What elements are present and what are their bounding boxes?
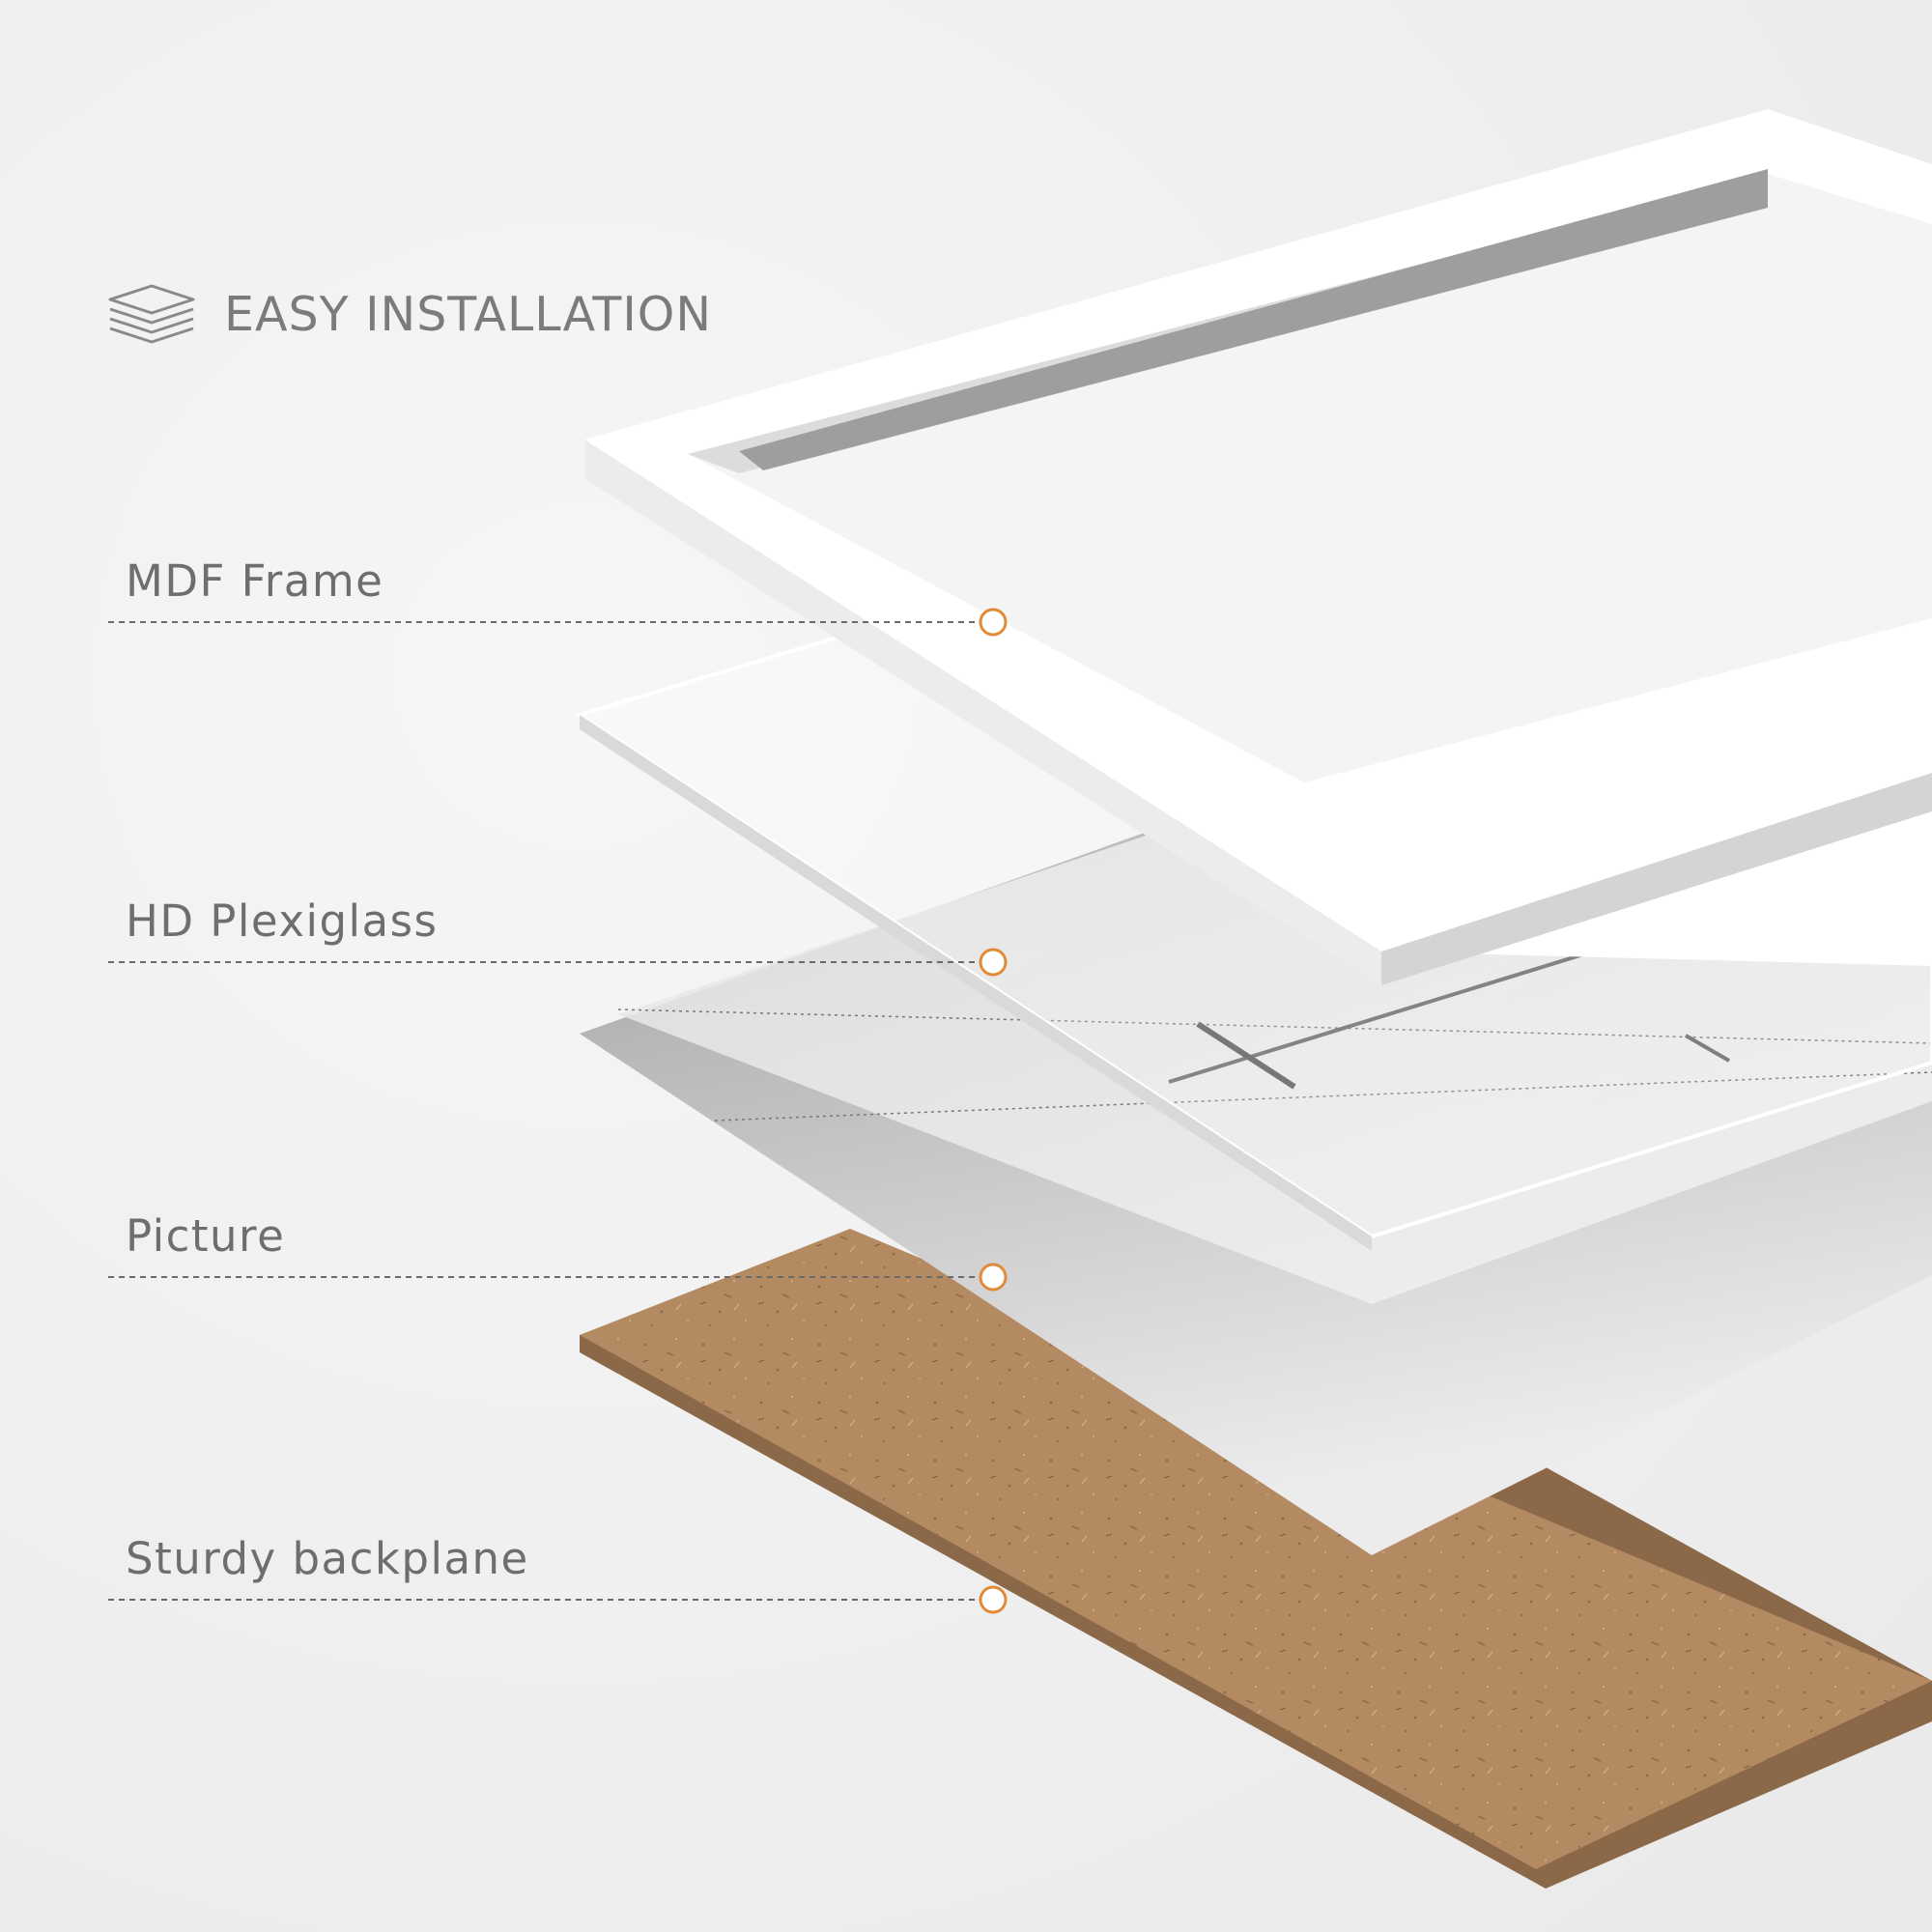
backplane-surface <box>580 1229 1932 1869</box>
marker-plexiglass <box>979 948 1008 977</box>
layers-icon <box>108 284 195 344</box>
frame-opening <box>688 174 1932 782</box>
layer-label-backplane: Sturdy backplane <box>126 1533 529 1584</box>
mdf-frame-layer <box>584 109 1932 985</box>
backplane-layer <box>580 1227 1932 1889</box>
heading-title: EASY INSTALLATION <box>224 286 712 342</box>
marker-backplane <box>979 1585 1008 1614</box>
frame-right-edge <box>1381 773 1932 985</box>
section-heading: EASY INSTALLATION <box>106 280 712 348</box>
frame-inner-shadow <box>739 169 1768 470</box>
plexiglass-edge <box>580 715 1372 1251</box>
callout-leaders <box>108 608 1008 1614</box>
marker-picture <box>979 1263 1008 1292</box>
frame-front-edge <box>584 440 1381 985</box>
layer-label-frame: MDF Frame <box>126 555 384 607</box>
layer-label-plexiglass: HD Plexiglass <box>126 895 439 947</box>
layer-label-picture: Picture <box>126 1210 286 1262</box>
marker-frame <box>979 608 1008 637</box>
